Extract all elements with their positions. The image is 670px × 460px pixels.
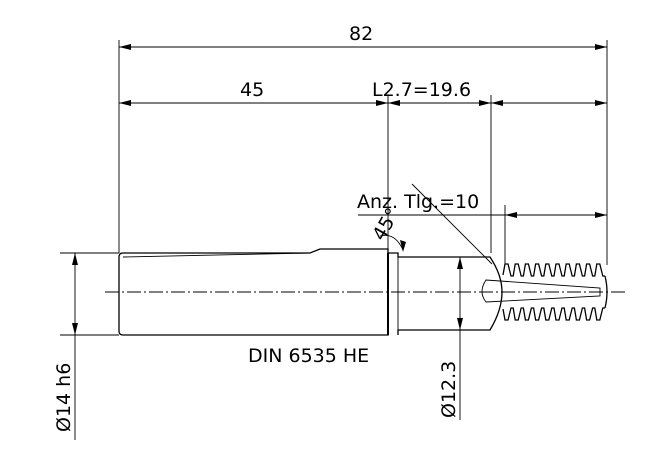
extension-lines	[60, 40, 608, 336]
neck-diameter-label: Ø12.3	[438, 361, 460, 418]
shank-body	[118, 248, 389, 336]
dimension-lines	[72, 44, 607, 440]
thread-bottom-profile	[502, 307, 605, 321]
tool-outline	[118, 248, 601, 336]
overall-length-label: 82	[349, 23, 373, 45]
thread-count-label: Anz. Tlg.=10	[357, 191, 479, 213]
shank-length-label: 45	[240, 79, 264, 101]
thread-top-profile	[502, 263, 605, 277]
angle-arc	[379, 234, 404, 251]
standard-label: DIN 6535 HE	[248, 345, 369, 367]
shank-diameter-label: Ø14 h6	[53, 363, 75, 432]
coolant-channel	[481, 279, 601, 303]
neck-body	[388, 252, 503, 335]
clamping-flat-line	[122, 252, 311, 258]
thread-length-label: L2.7=19.6	[372, 79, 471, 101]
